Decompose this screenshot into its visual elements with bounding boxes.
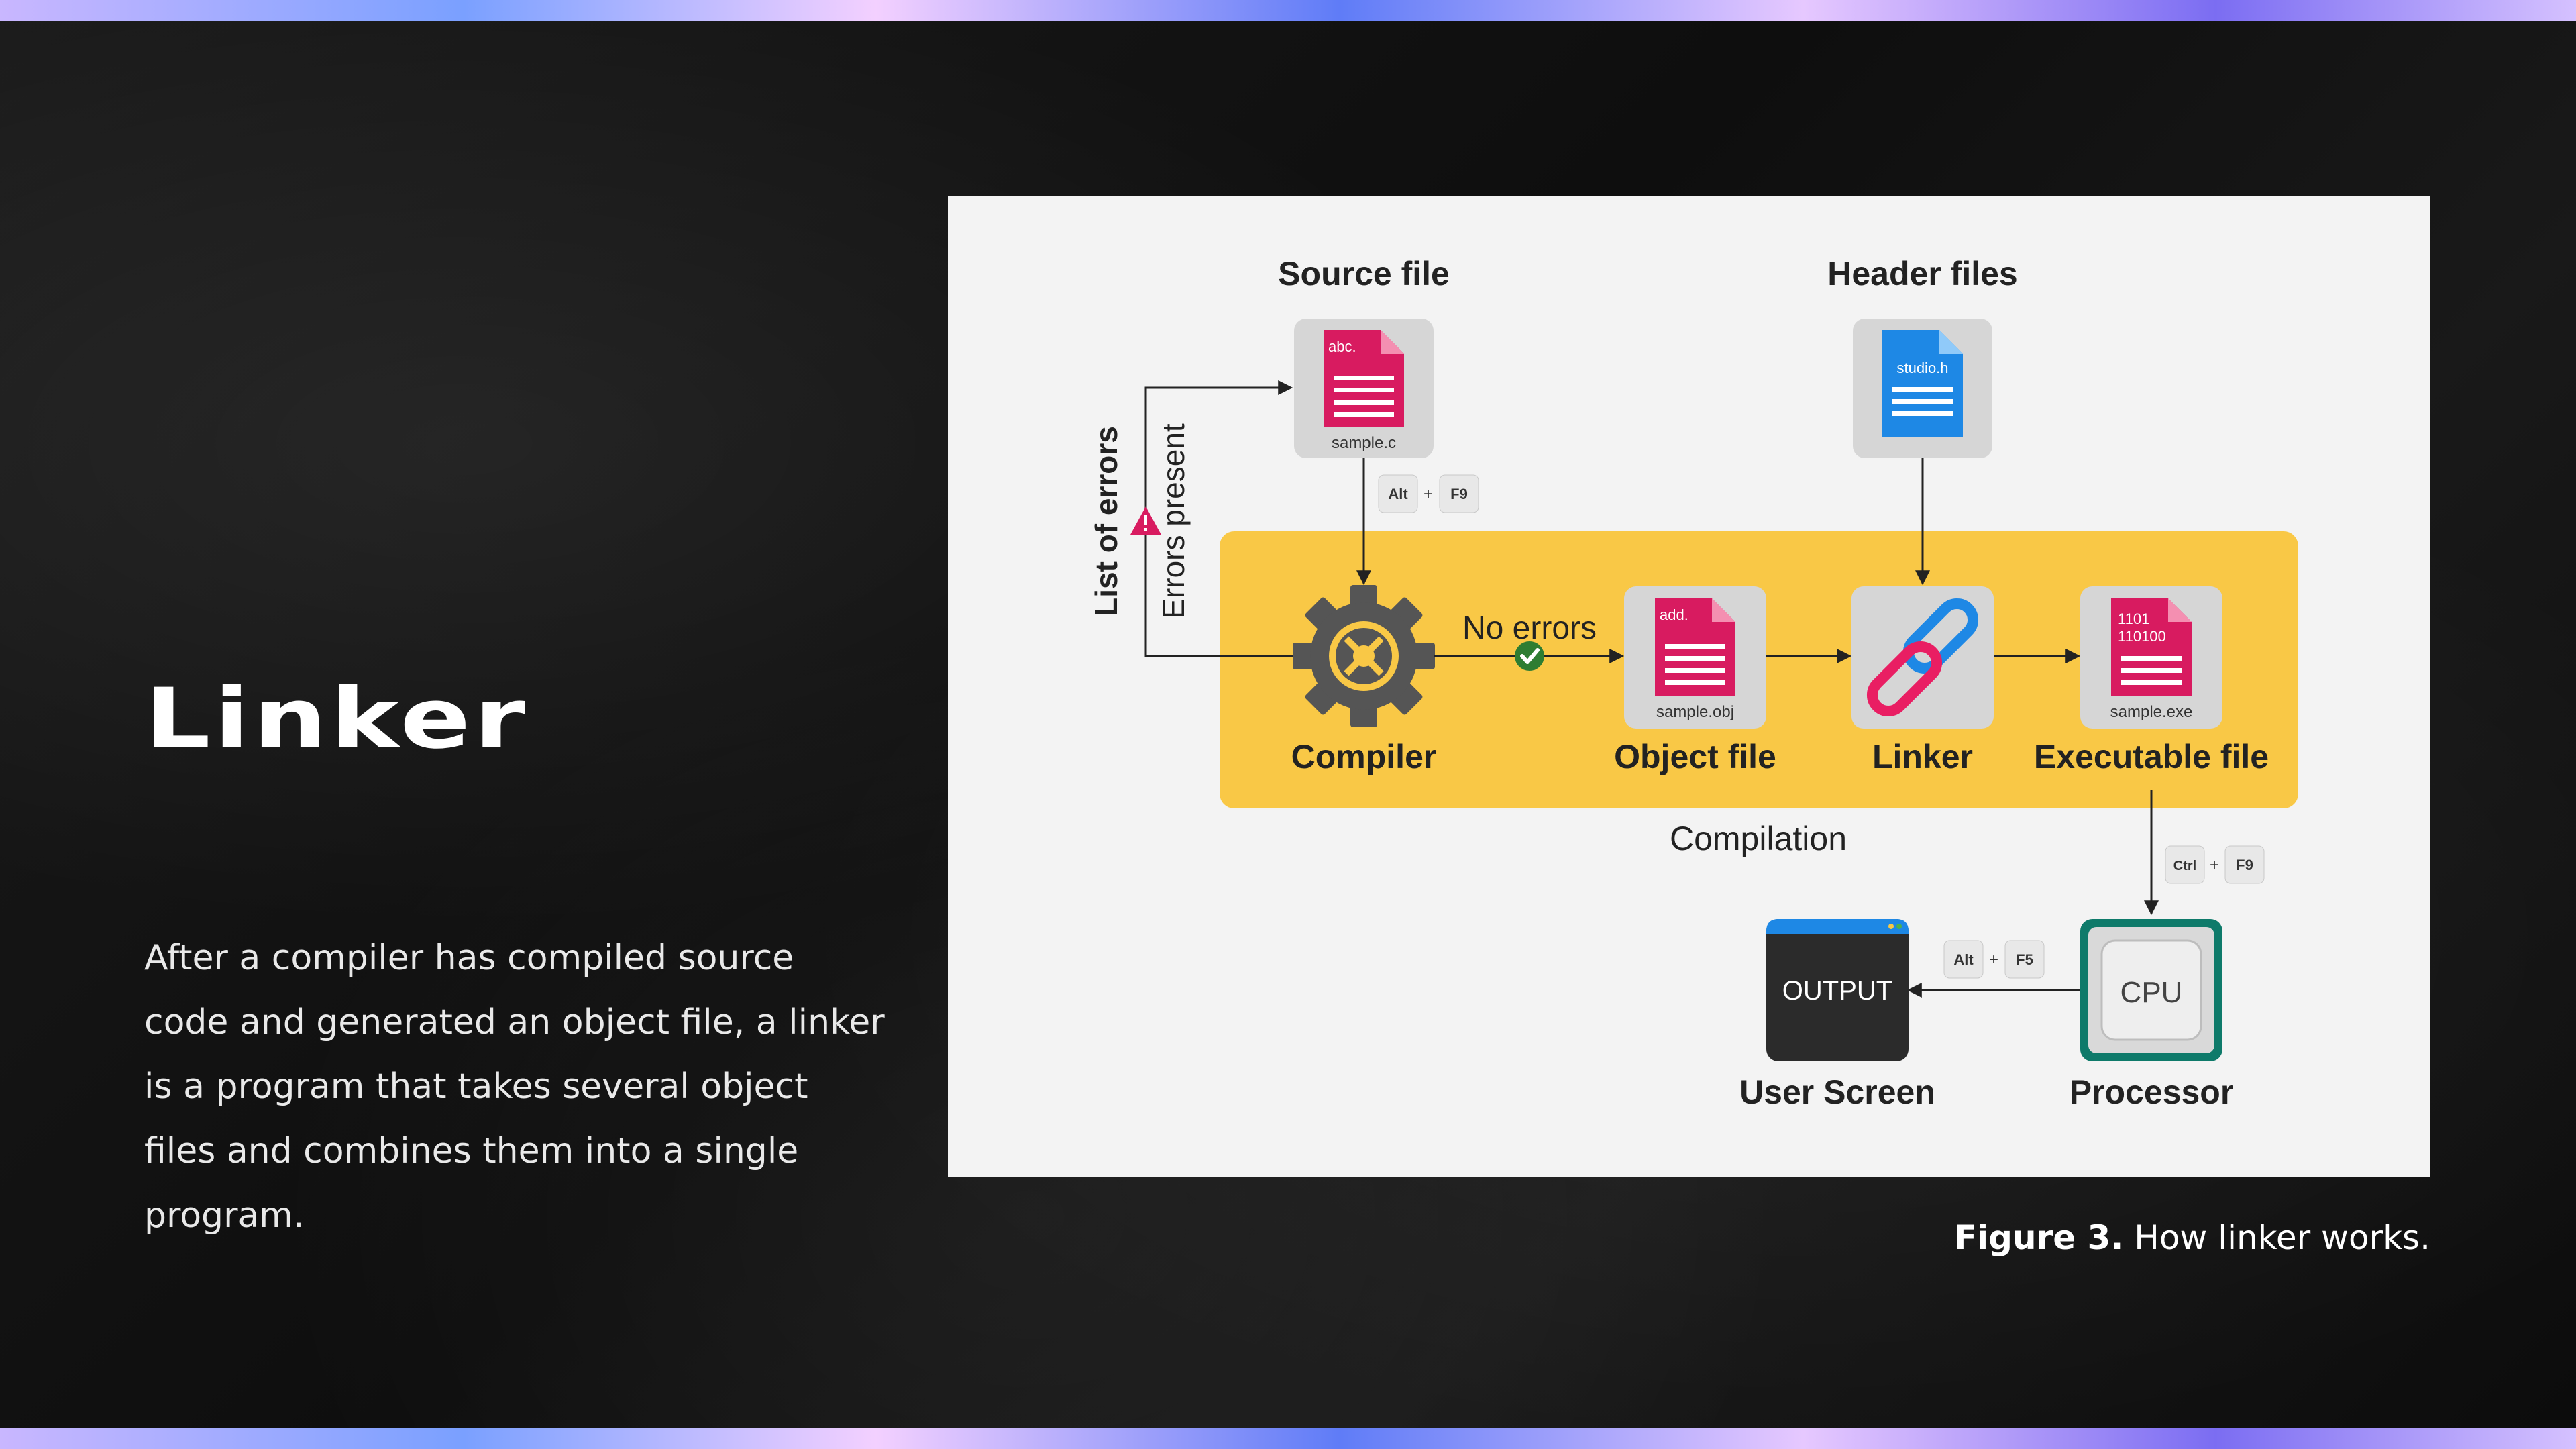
caption-text: How linker works. xyxy=(2123,1218,2430,1257)
output-text: OUTPUT xyxy=(1782,976,1892,1006)
errors-present-label: Errors present xyxy=(1156,423,1191,619)
cpu-chip-icon: CPU xyxy=(2080,919,2222,1061)
svg-text:+: + xyxy=(1424,485,1433,503)
svg-text:F5: F5 xyxy=(2016,951,2033,968)
processor-label: Processor xyxy=(2070,1073,2234,1111)
list-of-errors-label: List of errors xyxy=(1089,426,1124,616)
cpu-text: CPU xyxy=(2121,976,2183,1009)
check-icon xyxy=(1515,641,1544,671)
object-file-document-icon: add. sample.obj xyxy=(1624,586,1766,729)
shortcut-alt-f9: Alt + F9 xyxy=(1378,474,1479,513)
header-files-title: Header files xyxy=(1827,255,2017,292)
header-doc-label: studio.h xyxy=(1896,360,1948,376)
shortcut-ctrl-f9: Ctrl + F9 xyxy=(2165,845,2265,884)
svg-text:F9: F9 xyxy=(1450,486,1468,502)
svg-text:F9: F9 xyxy=(2236,857,2253,873)
figure-caption: Figure 3. How linker works. xyxy=(1954,1218,2430,1257)
svg-text:Alt: Alt xyxy=(1953,951,1974,968)
decorative-bottom-band xyxy=(0,1428,2576,1449)
decorative-top-band xyxy=(0,0,2576,21)
source-filename: sample.c xyxy=(1332,434,1396,452)
executable-file-document-icon: 1101 110100 sample.exe xyxy=(2080,586,2222,729)
shortcut-alt-f5: Alt + F5 xyxy=(1943,940,2045,979)
svg-text:Ctrl: Ctrl xyxy=(2174,859,2196,873)
svg-text:+: + xyxy=(2210,856,2219,874)
executable-file-label: Executable file xyxy=(2034,738,2269,775)
gear-icon xyxy=(1293,585,1435,727)
linker-label: Linker xyxy=(1872,738,1973,775)
exe-doc-line2: 110100 xyxy=(2118,628,2166,645)
source-file-document-icon: abc. sample.c xyxy=(1294,319,1434,458)
object-doc-label: add. xyxy=(1660,606,1688,623)
slide-body-text: After a compiler has compiled source cod… xyxy=(144,938,885,1236)
svg-text:Alt: Alt xyxy=(1388,486,1408,502)
user-screen-label: User Screen xyxy=(1739,1073,1935,1111)
linker-diagram: Source file Header files abc. sample.c s… xyxy=(1089,255,2298,1111)
figure-panel: Source file Header files abc. sample.c s… xyxy=(948,196,2430,1177)
exe-filename: sample.exe xyxy=(2110,703,2193,721)
svg-text:+: + xyxy=(1989,951,1998,969)
chain-link-icon xyxy=(1851,586,1994,729)
source-doc-label: abc. xyxy=(1328,338,1356,355)
source-file-title: Source file xyxy=(1278,255,1450,292)
compiler-label: Compiler xyxy=(1291,738,1437,775)
screen-icon: OUTPUT xyxy=(1766,919,1909,1061)
compilation-label: Compilation xyxy=(1670,820,1847,857)
caption-label: Figure 3. xyxy=(1953,1218,2124,1257)
object-filename: sample.obj xyxy=(1656,703,1734,721)
slide-title: Linker xyxy=(144,671,529,767)
warning-icon xyxy=(1130,506,1161,535)
header-file-document-icon: studio.h xyxy=(1853,319,1992,458)
object-file-label: Object file xyxy=(1614,738,1776,775)
no-errors-label: No errors xyxy=(1462,610,1597,646)
exe-doc-line1: 1101 xyxy=(2118,610,2149,627)
